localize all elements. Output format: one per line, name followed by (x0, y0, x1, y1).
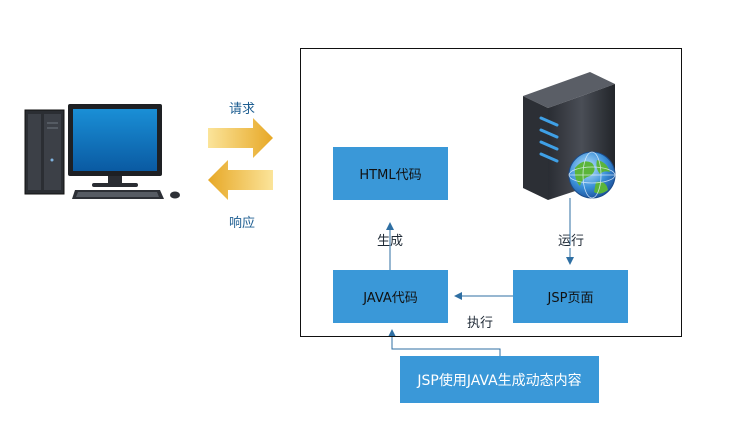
label-request: 请求 (229, 102, 256, 117)
server-frame (300, 48, 682, 337)
jsp-page-box: JSP页面 (513, 270, 628, 323)
java-code-box: JAVA代码 (333, 270, 448, 323)
response-arrow-icon (208, 160, 273, 200)
label-response: 响应 (229, 216, 256, 231)
label-execute: 执行 (467, 316, 494, 331)
server-drive-lights (539, 116, 559, 163)
globe-icon (568, 151, 616, 199)
arrow-note-to-java (388, 329, 501, 356)
desktop-computer-icon (24, 104, 180, 199)
label-generate: 生成 (377, 234, 404, 249)
html-code-box: HTML代码 (333, 147, 448, 200)
note-box: JSP使用JAVA生成动态内容 (400, 356, 599, 403)
label-run: 运行 (558, 234, 585, 249)
request-arrow-icon (208, 118, 273, 158)
